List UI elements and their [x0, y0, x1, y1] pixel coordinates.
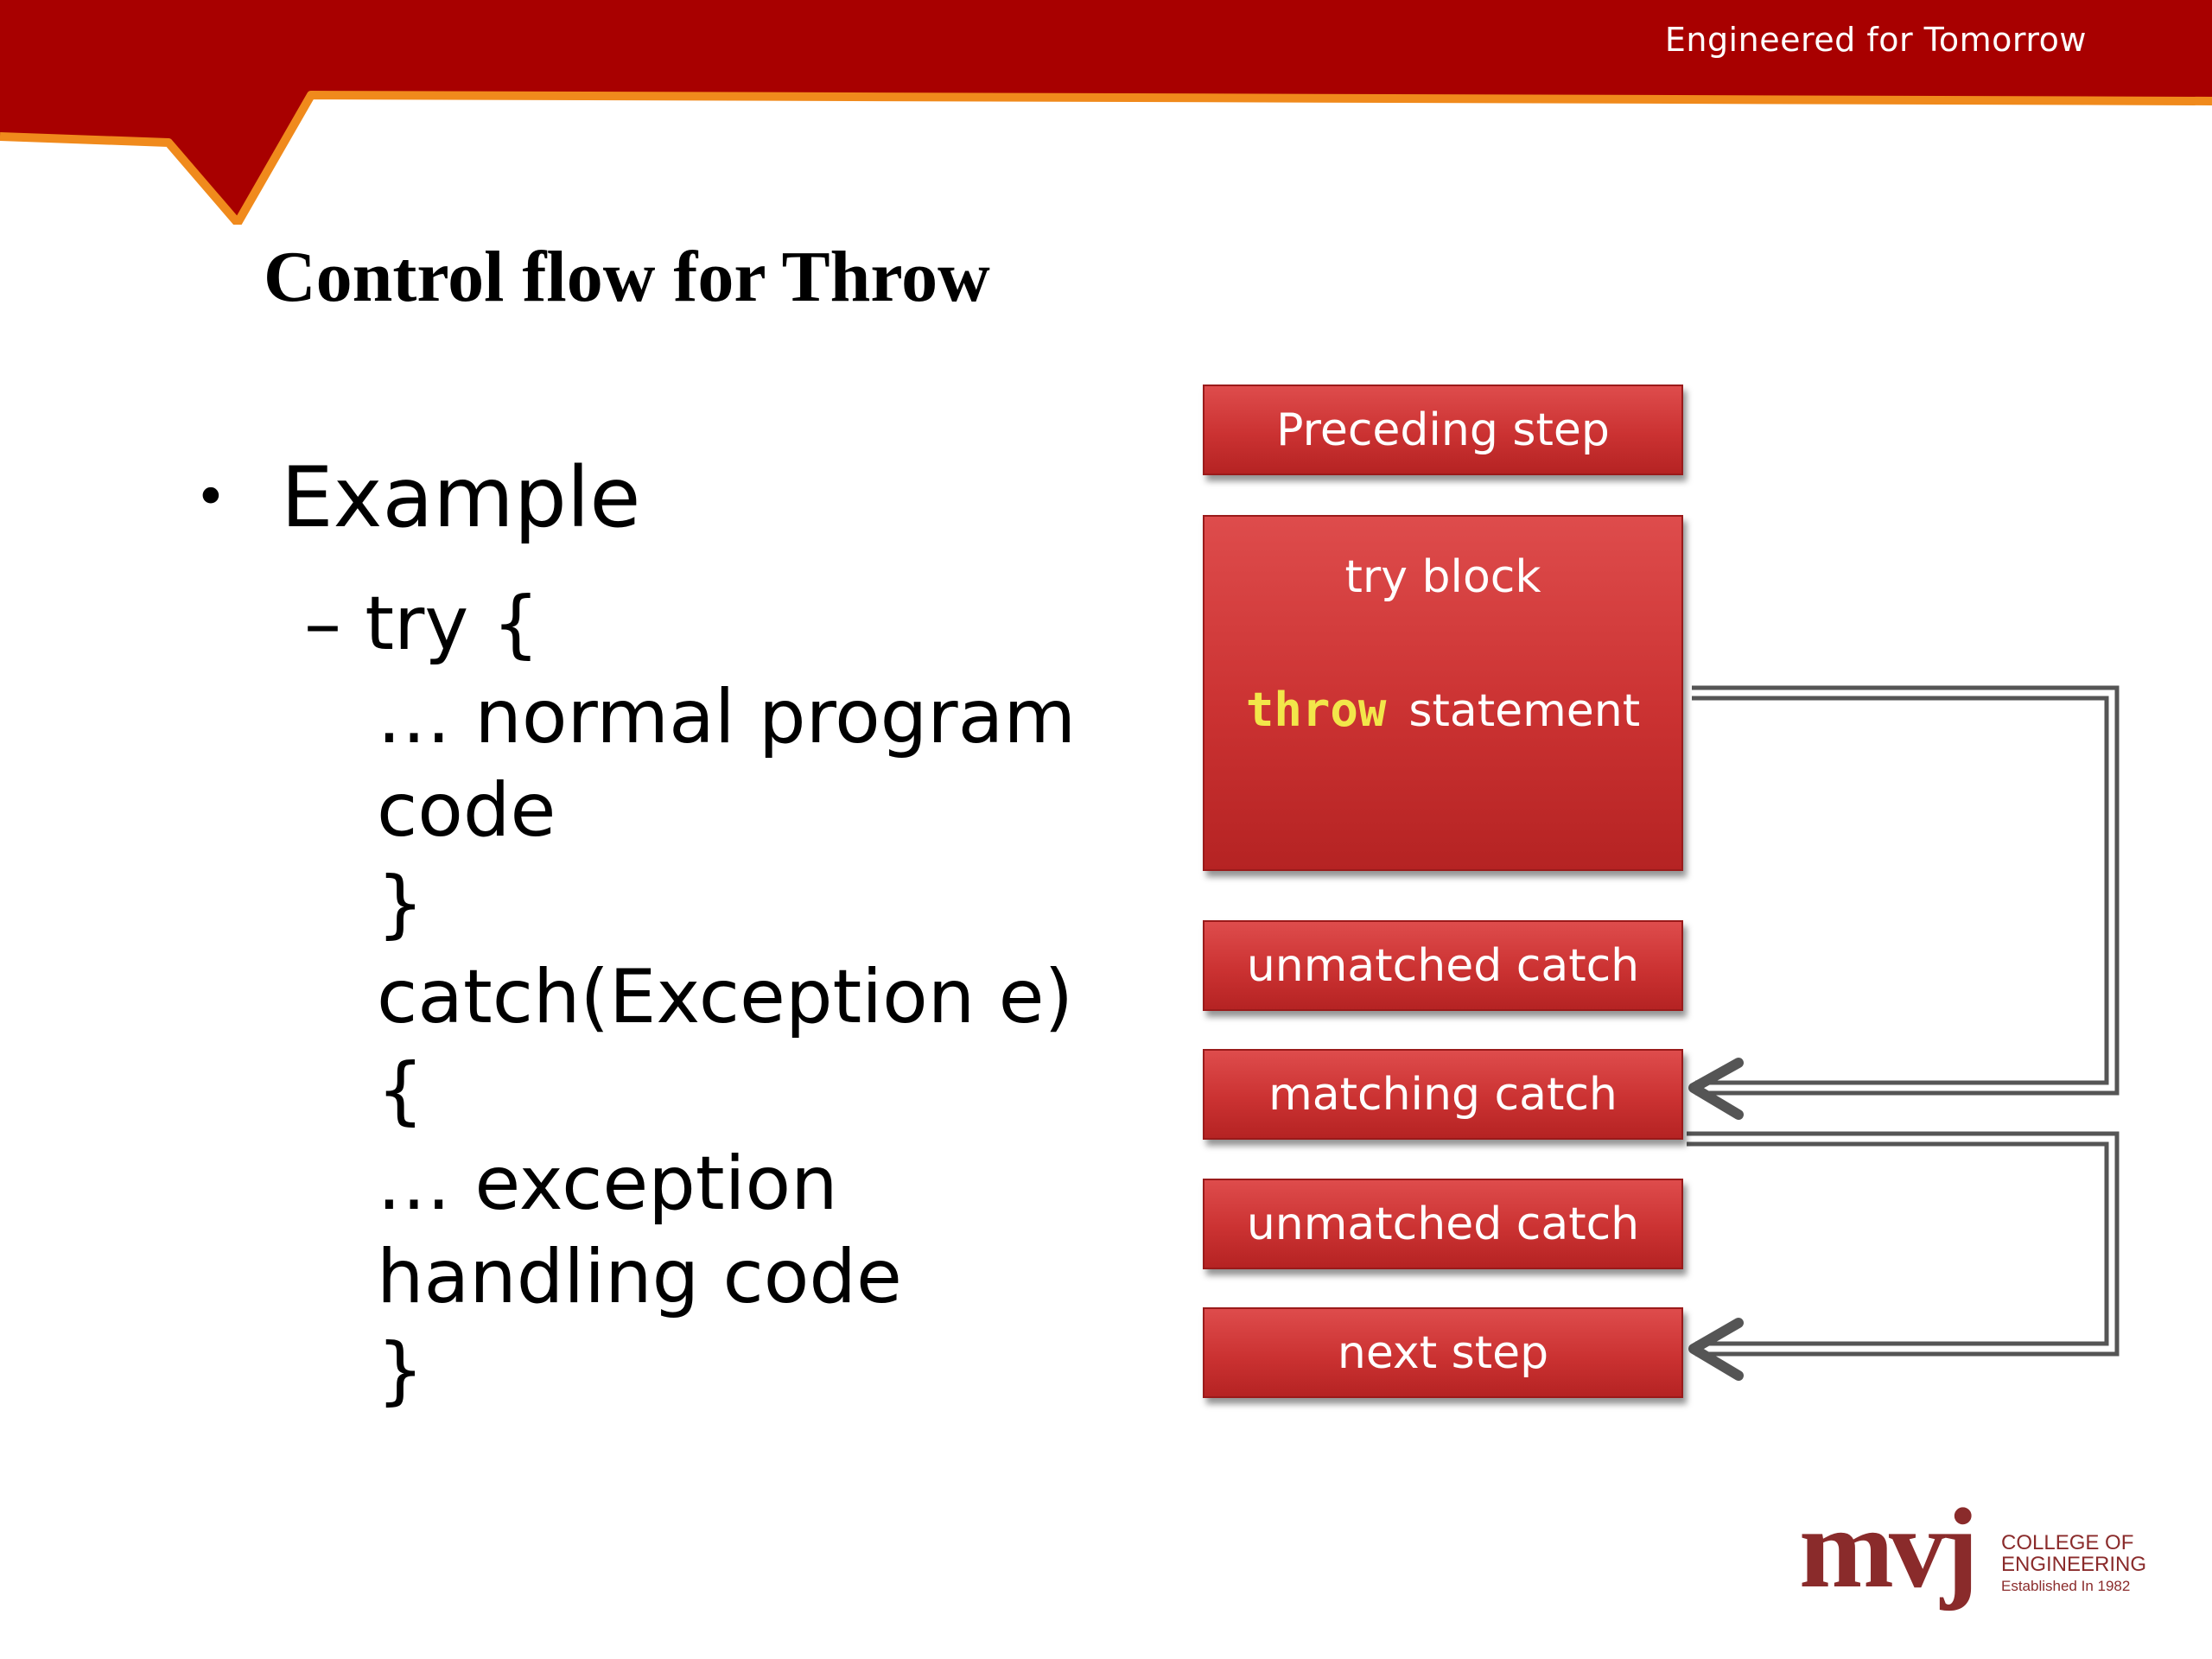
try-block-box: try block throw statement	[1203, 515, 1683, 871]
code-line: handling code	[377, 1234, 902, 1320]
unmatched-catch-box: unmatched catch	[1203, 920, 1683, 1011]
header-tagline: Engineered for Tomorrow	[1664, 21, 2087, 59]
code-line: }	[377, 861, 424, 947]
unmatched-catch-box: unmatched catch	[1203, 1179, 1683, 1269]
logo-wordmark: mvj	[1799, 1493, 1974, 1611]
code-line: code	[377, 767, 556, 854]
header-banner	[0, 0, 2212, 225]
code-line: }	[377, 1327, 424, 1414]
throw-to-matching-connector-inner	[1692, 696, 2109, 1085]
logo-caption-line3: Established In 1982	[2001, 1578, 2131, 1594]
code-line: … normal program	[377, 674, 1077, 760]
bullet-text: Example	[281, 449, 641, 546]
unmatched-catch-label: unmatched catch	[1246, 1198, 1640, 1250]
slide-title: Control flow for Throw	[264, 237, 990, 317]
preceding-step-box: Preceding step	[1203, 385, 1683, 475]
matching-to-next-connector	[1687, 1131, 2120, 1357]
code-example: – try { … normal program code } catch(Ex…	[304, 577, 1076, 1417]
bullet-dot-icon: •	[194, 466, 227, 530]
try-block-label: try block	[1344, 551, 1541, 603]
matching-arrowhead-icon	[1688, 1058, 1744, 1120]
matching-catch-label: matching catch	[1268, 1068, 1618, 1121]
logo-caption-line2: ENGINEERING	[2001, 1553, 2147, 1576]
matching-catch-box: matching catch	[1203, 1049, 1683, 1140]
code-line: … exception	[377, 1141, 838, 1227]
next-step-box: next step	[1203, 1307, 1683, 1398]
header-orange-stripe	[0, 91, 2212, 225]
code-line: {	[377, 1047, 424, 1134]
preceding-step-label: Preceding step	[1276, 404, 1610, 456]
header-red-band	[0, 0, 2212, 223]
throw-keyword: throw	[1245, 683, 1387, 737]
unmatched-catch-label: unmatched catch	[1246, 939, 1640, 992]
logo-caption-line1: COLLEGE OF	[2001, 1531, 2134, 1554]
college-logo: mvj	[1799, 1493, 1979, 1611]
next-step-label: next step	[1337, 1326, 1549, 1379]
matching-to-next-connector-inner	[1687, 1141, 2109, 1346]
code-line: – try {	[304, 581, 540, 667]
throw-statement-label: statement	[1408, 685, 1641, 737]
bullet-item: • Example	[194, 449, 640, 546]
throw-to-matching-connector	[1692, 685, 2120, 1096]
code-line: catch(Exception e)	[377, 954, 1074, 1040]
next-arrowhead-icon	[1688, 1318, 1744, 1381]
throw-statement: throw statement	[1205, 683, 1681, 737]
